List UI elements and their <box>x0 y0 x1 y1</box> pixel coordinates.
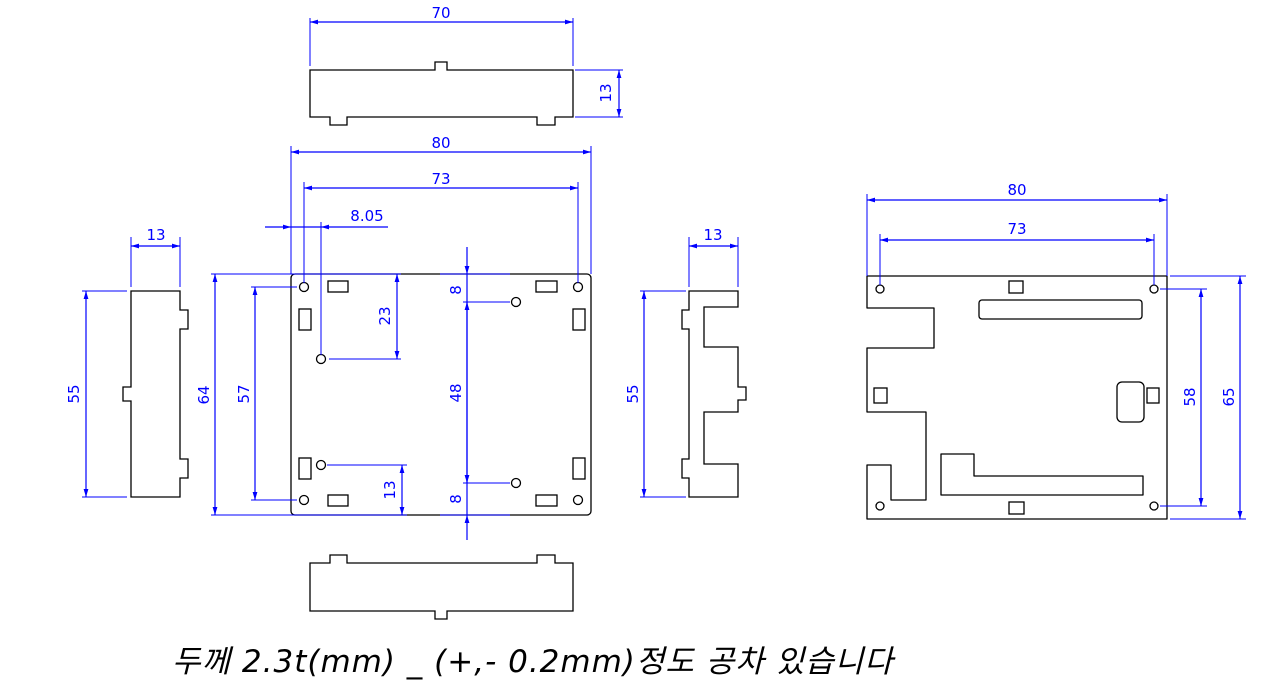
dim-label: 13 <box>703 226 722 244</box>
dim-label: 55 <box>65 384 83 403</box>
dim-label: 13 <box>381 480 399 499</box>
bottom-side-piece <box>309 554 574 620</box>
top-side-piece: 70 13 <box>309 4 623 126</box>
dim-label: 23 <box>376 306 394 325</box>
dim-label: 65 <box>1220 387 1238 406</box>
dim-label: 8 <box>447 285 465 295</box>
dim-label: 13 <box>597 83 615 102</box>
dim-label: 64 <box>195 385 213 404</box>
dim-label: 73 <box>1007 220 1026 238</box>
dim-label: 48 <box>447 383 465 402</box>
left-side-piece: 13 55 <box>65 226 189 498</box>
right-side-piece: 13 55 <box>624 226 747 498</box>
main-plate: 80 73 8.05 64 57 23 13 8 48 8 <box>195 134 592 540</box>
slots <box>298 280 586 507</box>
dim-label: 8.05 <box>350 207 383 225</box>
dim-label: 70 <box>431 4 450 22</box>
dim-label: 13 <box>146 226 165 244</box>
dim-label: 80 <box>1007 181 1026 199</box>
dim-label: 57 <box>235 384 253 403</box>
dim-label: 80 <box>431 134 450 152</box>
thickness-tolerance-note: 두께 2.3t(mm) _ (+,- 0.2mm)정도 공차 있습니다 <box>172 644 894 680</box>
mount-holes <box>298 281 584 506</box>
dim-label: 55 <box>624 384 642 403</box>
dim-label: 58 <box>1181 387 1199 406</box>
dim-label: 73 <box>431 170 450 188</box>
board-plate: 80 73 58 65 <box>866 181 1246 520</box>
dim-label: 8 <box>447 494 465 504</box>
